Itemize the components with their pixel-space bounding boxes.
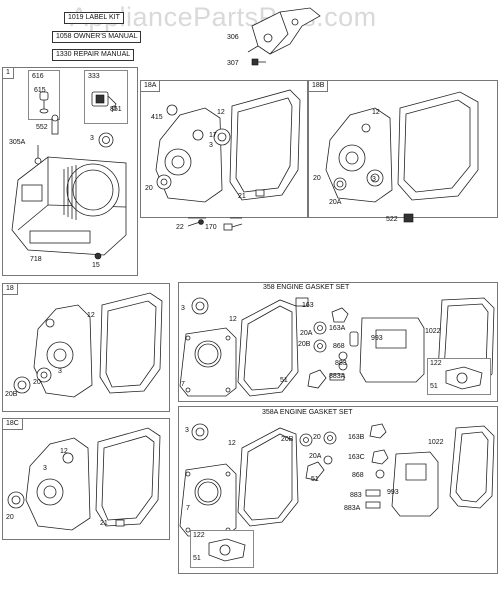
label-15: 15 [92,262,100,269]
box-1-tag: 1 [3,68,14,79]
label-3-18c: 3 [43,465,47,472]
label-615: 615 [34,87,46,94]
cylinder-block [11,145,127,256]
part-522-plug [403,213,414,223]
label-12-18: 12 [87,312,95,319]
part-122-spacer-358a [208,538,246,562]
label-7-358a: 7 [186,505,190,512]
manual-repair[interactable]: 1330 REPAIR MANUAL [52,49,135,61]
part-552-guide [51,114,59,135]
label-170: 170 [205,224,217,231]
label-1022-358: 1022 [425,328,441,335]
label-163c-358a: 163C [348,454,365,461]
label-883a-358a: 883A [344,505,361,512]
label-868-358a: 868 [352,472,364,479]
label-7-358: 7 [181,381,185,388]
label-21-18c: 21 [100,520,108,527]
label-122-358: 122 [430,360,442,367]
label-306: 306 [227,34,239,41]
manual-label-kit[interactable]: 1019 LABEL KIT [64,12,124,24]
label-20b-358: 20B [298,341,311,348]
label-12-358: 12 [229,316,237,323]
part-306-bracket [247,7,321,55]
label-20a-358: 20A [300,330,313,337]
label-51b-358: 51 [430,383,438,390]
label-12-358a: 12 [228,440,236,447]
label-307: 307 [227,60,239,67]
label-12-18a: 12 [217,109,225,116]
label-883-358: 883 [335,360,347,367]
title-358-gasket-set: 358 ENGINE GASKET SET [263,284,350,291]
label-3-358a: 3 [185,427,189,434]
label-20a-358a: 20A [309,453,322,460]
crankcase-cover-18a [155,89,301,219]
label-3-358: 3 [181,305,185,312]
label-883a-358: 883A [329,373,346,380]
label-17: 17 [209,132,217,139]
inset-122-358a: 122 51 [190,530,254,568]
label-51-358: 51 [280,377,288,384]
box-18c-tag: 18C [3,419,23,430]
gasket-set-358-art [179,297,495,397]
label-20-18: 20 [33,379,41,386]
label-3-18: 3 [58,368,62,375]
part-170-dipstick [223,223,243,231]
label-20-18a: 20 [145,185,153,192]
label-333: 333 [88,73,100,80]
label-20b-18: 20B [5,391,18,398]
crankcase-cover-18b [325,91,479,203]
part-122-spacer-358 [445,366,483,390]
label-22: 22 [176,224,184,231]
label-12-18c: 12 [60,448,68,455]
part-3-seal [98,132,114,148]
label-883-358a: 883 [350,492,362,499]
label-20a-18b: 20A [329,199,342,206]
box-18b-tag: 18B [309,81,329,92]
part-15-bolt [94,252,102,260]
label-122-358a: 122 [193,532,205,539]
label-20-18b: 20 [313,175,321,182]
label-552: 552 [36,124,48,131]
label-21-18a: 21 [238,193,246,200]
label-415: 415 [151,114,163,121]
label-51-358a: 51 [311,476,319,483]
part-333-armature [91,91,117,113]
label-163a-358: 163A [329,325,346,332]
label-868-358: 868 [333,343,345,350]
part-615 [39,91,49,114]
label-20b-358a: 20B [281,436,294,443]
title-358a-gasket-set: 358A ENGINE GASKET SET [262,409,353,416]
label-12-18b: 12 [372,109,380,116]
label-3-box1: 3 [90,135,94,142]
label-1022-358a: 1022 [428,439,444,446]
label-851: 851 [110,106,122,113]
label-20-18c: 20 [6,514,14,521]
part-307-screw [251,58,266,66]
gasket-set-358a-art [179,423,495,537]
label-993-358a: 993 [387,489,399,496]
manual-owners[interactable]: 1058 OWNER'S MANUAL [52,31,142,43]
label-522: 522 [386,216,398,223]
label-163b-358a: 163B [348,434,365,441]
label-3-18a: 3 [209,142,213,149]
part-22-bolt [187,219,204,227]
label-616: 616 [32,73,44,80]
label-718: 718 [30,256,42,263]
box-18a-tag: 18A [141,81,161,92]
inset-122-358: 122 51 [427,358,491,395]
label-305a: 305A [9,139,26,146]
label-20-358a: 20 [313,434,321,441]
label-51b-358a: 51 [193,555,201,562]
label-163-358: 163 [302,302,314,309]
label-993-358: 993 [371,335,383,342]
label-3-18b: 3 [372,176,376,183]
crankcase-cover-18c [7,427,161,531]
box-18-tag: 18 [3,284,18,295]
crankcase-cover-18 [13,292,163,398]
